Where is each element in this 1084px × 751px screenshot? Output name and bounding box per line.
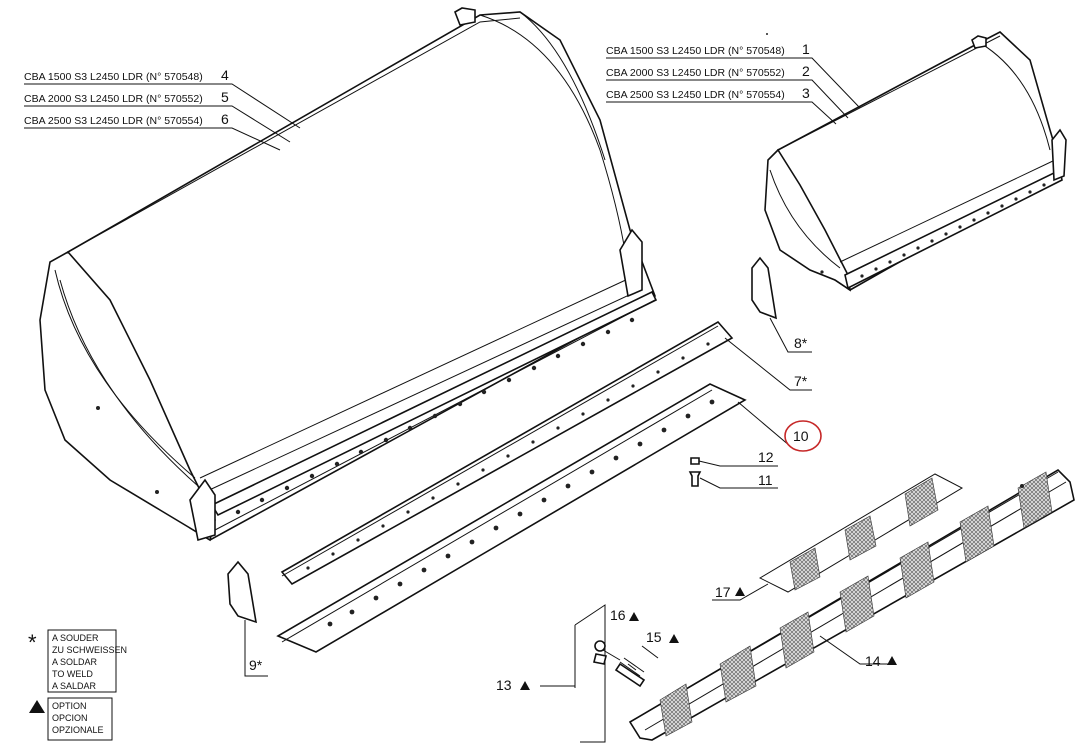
part-11-label: 11 bbox=[758, 472, 773, 488]
weld-symbol: * bbox=[28, 630, 37, 655]
weld-line-4: TO WELD bbox=[52, 669, 93, 679]
left-label-2-num: 5 bbox=[221, 89, 229, 105]
part-13: 13 bbox=[496, 677, 575, 693]
right-label-1-num: 1 bbox=[802, 41, 810, 57]
right-bucket bbox=[764, 31, 1067, 292]
weld-line-2: ZU SCHWEISSEN bbox=[52, 645, 127, 655]
part-7-label: 7* bbox=[794, 373, 808, 389]
right-label-3-num: 3 bbox=[802, 85, 810, 101]
part-17-option-icon bbox=[735, 587, 745, 596]
option-line-1: OPTION bbox=[52, 701, 87, 711]
bolt-and-nut: 12 11 bbox=[688, 449, 778, 489]
side-plate-9: 9* bbox=[227, 560, 268, 677]
part-9-label: 9* bbox=[249, 657, 263, 673]
right-label-2: CBA 2000 S3 L2450 LDR (N° 570552) bbox=[606, 67, 785, 79]
right-label-2-num: 2 bbox=[802, 63, 810, 79]
part-14-option-icon bbox=[887, 656, 897, 665]
option-triangle-icon bbox=[29, 700, 45, 713]
reflective-strip-17: 17 bbox=[712, 473, 964, 601]
part-13-option-icon bbox=[520, 681, 530, 690]
blade-10-holes bbox=[327, 399, 715, 627]
part-13-label: 13 bbox=[496, 677, 512, 693]
part-10-highlight bbox=[784, 420, 822, 452]
part-16-option-icon bbox=[629, 612, 639, 621]
right-bucket-labels: CBA 1500 S3 L2450 LDR (N° 570548) 1 CBA … bbox=[606, 41, 861, 125]
part-8-label: 8* bbox=[794, 335, 808, 351]
weld-line-3: A SOLDAR bbox=[52, 657, 98, 667]
blade-7-holes bbox=[306, 342, 710, 570]
pin-and-spring: 16 15 bbox=[574, 604, 679, 743]
weld-line-5: A SALDAR bbox=[52, 681, 97, 691]
weld-legend-box bbox=[47, 629, 117, 693]
guard-14: 14 bbox=[628, 468, 1075, 741]
left-bucket-labels: CBA 1500 S3 L2450 LDR (N° 570548) 4 CBA … bbox=[24, 67, 301, 151]
side-plate-8: 8* bbox=[751, 256, 812, 353]
left-label-1: CBA 1500 S3 L2450 LDR (N° 570548) bbox=[24, 71, 203, 83]
legend: * A SOUDER ZU SCHWEISSEN A SOLDAR TO WEL… bbox=[28, 629, 127, 741]
part-12-label: 12 bbox=[758, 449, 774, 465]
left-label-3-num: 6 bbox=[221, 111, 229, 127]
left-bucket-holes bbox=[235, 317, 635, 515]
part-15-label: 15 bbox=[646, 629, 662, 645]
right-bucket-holes bbox=[860, 183, 1046, 278]
left-label-1-num: 4 bbox=[221, 67, 229, 83]
left-label-2: CBA 2000 S3 L2450 LDR (N° 570552) bbox=[24, 93, 203, 105]
option-legend-box bbox=[47, 697, 113, 741]
part-14-label: 14 bbox=[865, 653, 881, 669]
option-line-3: OPZIONALE bbox=[52, 725, 104, 735]
part-15-option-icon bbox=[669, 634, 679, 643]
right-label-1: CBA 1500 S3 L2450 LDR (N° 570548) bbox=[606, 45, 785, 57]
right-label-3: CBA 2500 S3 L2450 LDR (N° 570554) bbox=[606, 89, 785, 101]
part-16-label: 16 bbox=[610, 607, 626, 623]
left-label-3: CBA 2500 S3 L2450 LDR (N° 570554) bbox=[24, 115, 203, 127]
left-bucket bbox=[39, 7, 658, 542]
blade-10: 10 bbox=[276, 383, 822, 653]
part-10-label: 10 bbox=[793, 428, 809, 444]
option-line-2: OPCION bbox=[52, 713, 88, 723]
weld-line-1: A SOUDER bbox=[52, 633, 99, 643]
blade-7: 7* bbox=[280, 320, 812, 586]
part-17-label: 17 bbox=[715, 584, 731, 600]
